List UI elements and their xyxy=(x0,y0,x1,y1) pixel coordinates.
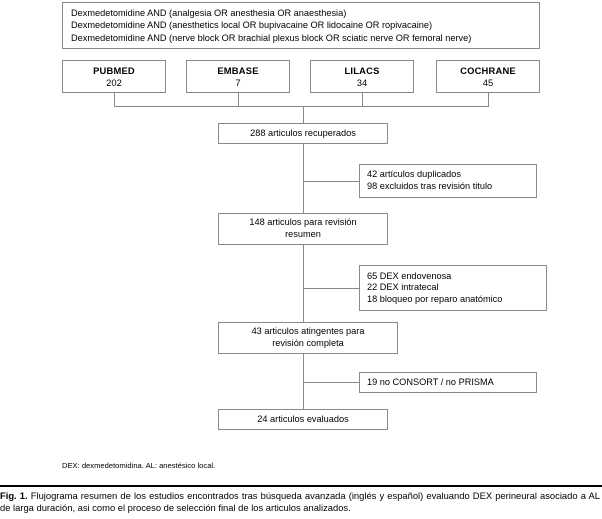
exclusion-box-reporting: 19 no CONSORT / no PRISMA xyxy=(359,372,537,393)
figure-footnote: DEX: dexmedetomidina. AL: anestésico loc… xyxy=(62,461,216,470)
connector-branch-exclusion-3 xyxy=(303,382,359,383)
database-box-embase: EMBASE 7 xyxy=(186,60,290,93)
database-count-pubmed: 202 xyxy=(106,76,122,88)
figure-caption-text: Flujograma resumen de los estudios encon… xyxy=(0,490,600,514)
query-line-3: Dexmedetomidine AND (nerve block OR brac… xyxy=(71,32,472,43)
stage-box-full-review: 43 articulos atingentes para revisión co… xyxy=(218,322,398,354)
connector-full-to-evaluated xyxy=(303,354,304,409)
stage-box-evaluated: 24 articulos evaluados xyxy=(218,409,388,430)
search-query-box: Dexmedetomidine AND (analgesia OR anesth… xyxy=(62,2,540,49)
figure-caption-label: Fig. 1. xyxy=(0,490,28,501)
exclusion-box-route: 65 DEX endovenosa 22 DEX intratecal 18 b… xyxy=(359,265,547,311)
database-box-lilacs: LILACS 34 xyxy=(310,60,414,93)
query-line-2: Dexmedetomidine AND (anesthetics local O… xyxy=(71,20,433,31)
query-line-1: Dexmedetomidine AND (analgesia OR anesth… xyxy=(71,7,347,18)
connector-branch-exclusion-1 xyxy=(303,181,359,182)
exclusion-1-line-2: 98 excluidos tras revisión titulo xyxy=(367,181,493,191)
exclusion-2-line-3: 18 bloqueo por reparo anatómico xyxy=(367,293,503,304)
connector-retrieved-to-abstract xyxy=(303,144,304,213)
connector-merge-bar xyxy=(114,106,489,107)
stage-abstract-line-1: 148 articulos para revisión xyxy=(249,217,357,228)
stage-evaluated-line-1: 24 articulos evaluados xyxy=(257,413,349,424)
exclusion-box-duplicates: 42 artículos duplicados 98 excluidos tra… xyxy=(359,164,537,198)
database-count-embase: 7 xyxy=(235,76,241,88)
connector-lilacs-down xyxy=(362,93,363,106)
connector-cochrane-down xyxy=(488,93,489,106)
database-name-embase: EMBASE xyxy=(217,65,259,76)
database-name-pubmed: PUBMED xyxy=(93,65,135,76)
stage-full-line-1: 43 articulos atingentes para xyxy=(251,326,365,337)
exclusion-1-line-1: 42 artículos duplicados xyxy=(367,169,461,180)
database-box-pubmed: PUBMED 202 xyxy=(62,60,166,93)
exclusion-2-line-2: 22 DEX intratecal xyxy=(367,282,439,293)
stage-retrieved-line-1: 288 articulos recuperados xyxy=(250,127,356,138)
connector-pubmed-down xyxy=(114,93,115,106)
exclusion-3-line-1: 19 no CONSORT / no PRISMA xyxy=(367,376,494,387)
connector-embase-down xyxy=(238,93,239,106)
stage-box-retrieved: 288 articulos recuperados xyxy=(218,123,388,144)
database-name-cochrane: COCHRANE xyxy=(460,65,516,76)
connector-merge-to-retrieved xyxy=(303,106,304,123)
connector-branch-exclusion-2 xyxy=(303,288,359,289)
database-count-lilacs: 34 xyxy=(356,76,368,88)
figure-caption: Fig. 1. Flujograma resumen de los estudi… xyxy=(0,490,600,515)
stage-full-line-2: revisión completa xyxy=(272,338,344,348)
database-count-cochrane: 45 xyxy=(482,76,494,88)
database-box-cochrane: COCHRANE 45 xyxy=(436,60,540,93)
exclusion-2-line-1: 65 DEX endovenosa xyxy=(367,270,452,281)
connector-abstract-to-full xyxy=(303,245,304,322)
stage-box-abstract-review: 148 articulos para revisión resumen xyxy=(218,213,388,245)
stage-abstract-line-2: resumen xyxy=(285,229,321,239)
database-name-lilacs: LILACS xyxy=(344,65,380,76)
caption-divider xyxy=(0,485,602,487)
